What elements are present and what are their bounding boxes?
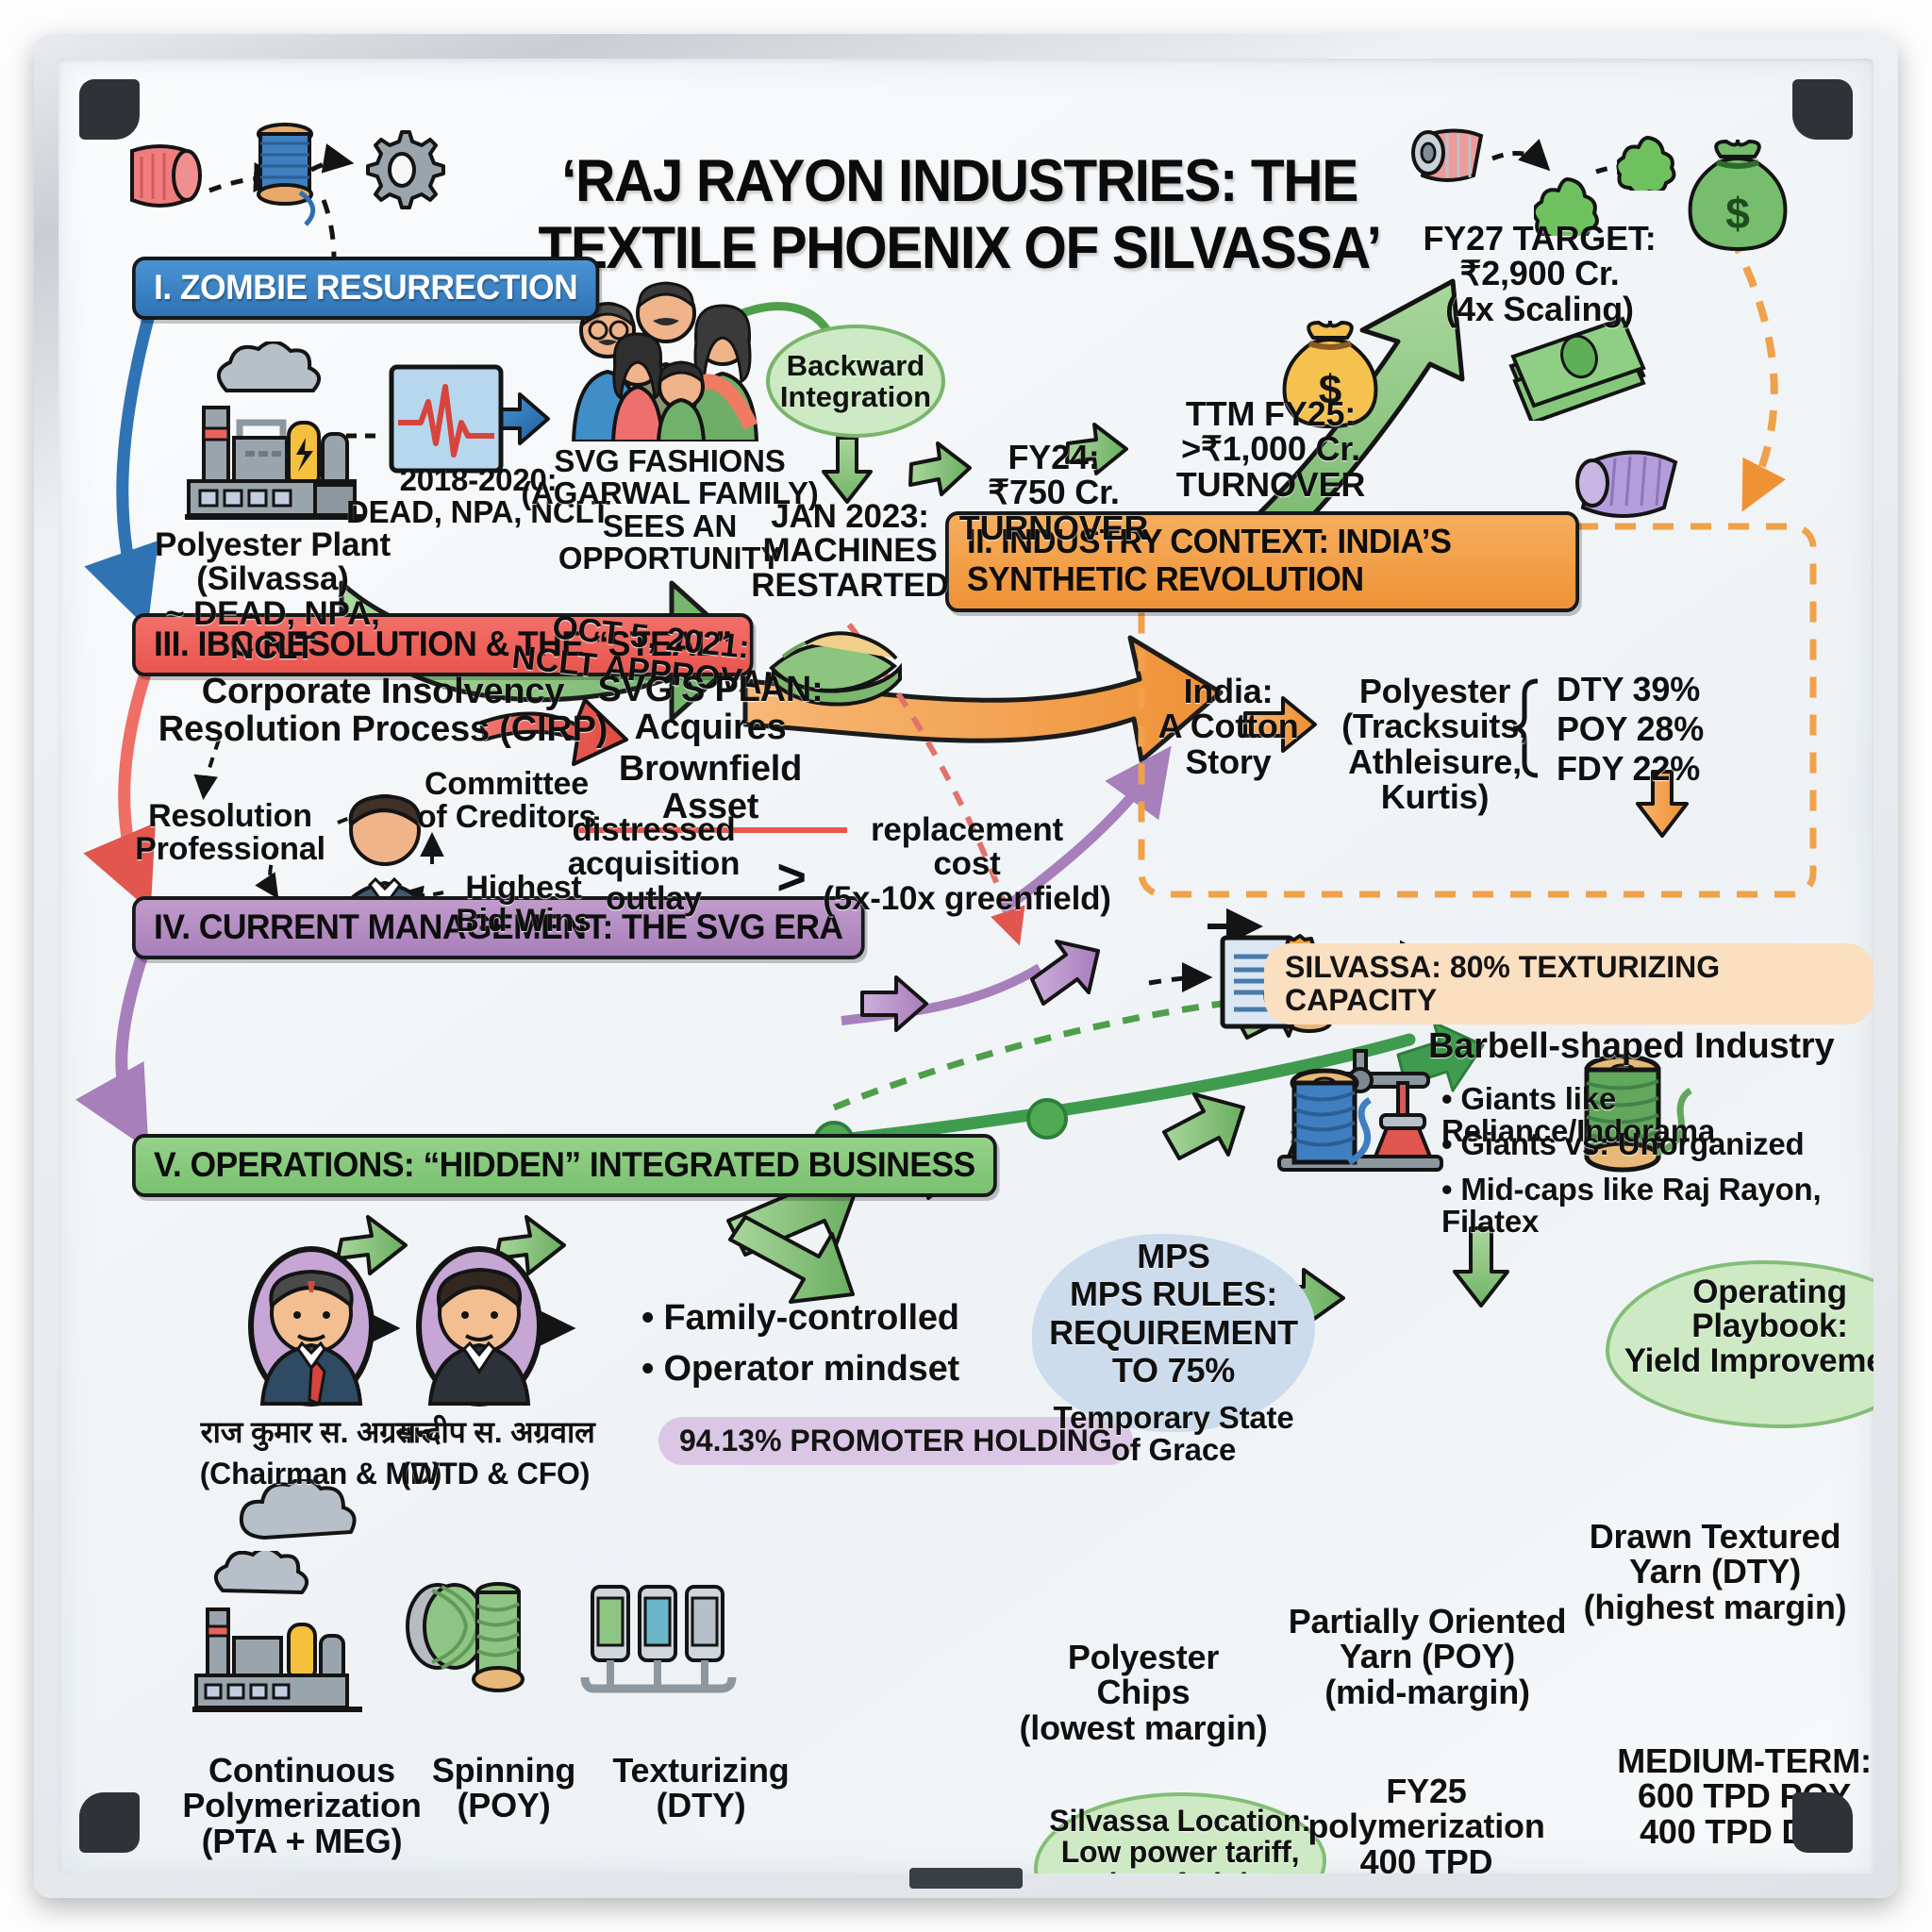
promoter-holding-label: 94.13% PROMOTER HOLDING — [679, 1424, 1112, 1457]
fy27-target: FY27 TARGET: ₹2,900 Cr. (4x Scaling) — [1423, 219, 1657, 328]
avatar — [245, 1243, 377, 1414]
section-header-operations: V. OPERATIONS: “HIDDEN” INTEGRATED BUSIN… — [132, 1134, 997, 1198]
ttm-fy25-turnover: TTM FY25: >₹1,000 Cr. TURNOVER — [1175, 394, 1366, 504]
yarn-split-dty: DTY 39% — [1557, 670, 1701, 708]
frame-corner — [79, 1792, 140, 1853]
management-bullet-1: • Family-controlled — [641, 1298, 959, 1338]
ops-step-3: Texturizing (DTY) — [612, 1751, 790, 1825]
medium-term-targets: MEDIUM-TERM: 600 TPD POY 400 TPD DTY — [1617, 1741, 1872, 1851]
section-header-zombie-resurrection: I. ZOMBIE RESURRECTION — [132, 257, 600, 321]
barbell-bullet-2: • Giants vs: Unorganized — [1441, 1126, 1805, 1161]
machines-restarted-caption: JAN 2023: MACHINES RESTARTED — [751, 498, 949, 604]
thread-spool-icon — [238, 117, 341, 235]
silvassa-capacity-label: SILVASSA: 80% TEXTURIZING CAPACITY — [1285, 950, 1721, 1018]
whiteboard-frame: $ — [34, 34, 1898, 1898]
fy24-turnover: FY24: ₹750 Cr. TURNOVER — [958, 438, 1149, 547]
bullet-text: Operator mindset — [663, 1349, 959, 1389]
operating-playbook-label: Operating Playbook: Yield Improvement — [1624, 1274, 1874, 1379]
ops-step-2: Spinning (POY) — [431, 1751, 576, 1825]
backward-integration-label: Backward Integration — [779, 348, 932, 413]
factory-icon — [181, 1546, 375, 1731]
poy-label: Partially Oriented Yarn (POY) (mid-margi… — [1288, 1602, 1567, 1711]
fabric-roll-icon — [1572, 436, 1700, 535]
cash-stack-icon — [1502, 311, 1653, 425]
committee-of-creditors-label: Committee of Creditors — [416, 766, 597, 836]
texturizing-machine-icon — [575, 1566, 740, 1725]
fy25-polymerization: FY25 polymerization 400 TPD POY 350 DTY … — [1266, 1774, 1587, 1874]
flatline-caption: 2018-2020: DEAD, NPA, NCLT — [346, 462, 610, 530]
person2-role: (WTD & CFO) — [400, 1457, 591, 1491]
frame-corner — [79, 79, 140, 140]
mps-rules-label: MPS MPS RULES: REQUIREMENT TO 75% — [1049, 1237, 1298, 1390]
svg-fashions-caption: SVG FASHIONS (AGARWAL FAMILY) SEES AN OP… — [521, 443, 819, 575]
svg-text:$: $ — [1725, 189, 1750, 238]
section-label: V. OPERATIONS: “HIDDEN” INTEGRATED BUSIN… — [154, 1145, 975, 1184]
mps-rules-cloud — [1032, 1234, 1315, 1432]
green-spool-icon — [1568, 1049, 1700, 1197]
barbell-industry-title: Barbell-shaped Industry — [1428, 1026, 1835, 1066]
leaf-icon — [1614, 132, 1679, 196]
mps-temporary-grace: Temporary State of Grace — [1053, 1400, 1294, 1468]
person2-name: सन्दीप स. अग्रवाल — [395, 1415, 595, 1449]
polyester-chips-label: Polyester Chips (lowest margin) — [1019, 1638, 1268, 1747]
ops-step-1: Continuous Polymerization (PTA + MEG) — [182, 1751, 422, 1860]
bullet-text: Family-controlled — [663, 1298, 959, 1338]
highest-bid-wins-label: Highest Bid Wins — [456, 870, 591, 940]
backward-integration-bubble: Backward Integration — [766, 325, 945, 438]
bullet-text: Giants vs: Unorganized — [1460, 1126, 1805, 1161]
whiteboard-surface: $ — [58, 58, 1874, 1874]
fabric-roll-icon — [1402, 119, 1498, 199]
bullet-text: Mid-caps like Raj Rayon, Filatex — [1441, 1172, 1822, 1240]
frame-corner — [1792, 1792, 1853, 1853]
cirp-label: Corporate Insolvency Resolution Process … — [158, 672, 608, 749]
barbell-bullet-3: • Mid-caps like Raj Rayon, Filatex — [1441, 1172, 1822, 1240]
greater-than-symbol: > — [776, 849, 807, 906]
smoke-cloud-icon — [234, 1477, 366, 1554]
avatar — [413, 1243, 545, 1414]
person1-role: (Chairman & MD) — [199, 1457, 442, 1491]
spinning-spool-icon — [394, 1562, 536, 1724]
yarn-split-poy: POY 28% — [1557, 709, 1705, 748]
resolution-professional-label: Resolution Professional — [135, 798, 325, 868]
page-title: ‘RAJ RAYON INDUSTRIES: THE TEXTILE PHOEN… — [538, 148, 1381, 281]
svg-plan-brownfield: Brownfield Asset — [574, 750, 847, 834]
money-bag-icon: $ — [1683, 139, 1792, 261]
gear-icon — [358, 126, 445, 218]
dty-label: Drawn Textured Yarn (DTY) (highest margi… — [1583, 1517, 1847, 1626]
polyester-products: Polyester (Tracksuits, Athleisure, Kurti… — [1341, 672, 1528, 817]
silvassa-location-label: Silvassa Location: Low power tariff, sho… — [1049, 1804, 1311, 1874]
blue-spool-icon — [1275, 1064, 1396, 1201]
person1-name: राज कुमार स. अग्रवाल — [200, 1415, 441, 1449]
fabric-roll-icon — [113, 134, 217, 224]
promoter-holding-badge: 94.13% PROMOTER HOLDING — [658, 1417, 1133, 1466]
factory-icon — [172, 340, 389, 535]
section-label: IV. CURRENT MANAGEMENT: THE SVG ERA — [154, 908, 843, 946]
distressed-acquisition-outlay: distressed acquisition outlay — [567, 811, 741, 917]
silvassa-capacity-badge: SILVASSA: 80% TEXTURIZING CAPACITY — [1264, 943, 1874, 1025]
section-header-current-management: IV. CURRENT MANAGEMENT: THE SVG ERA — [132, 896, 865, 960]
frame-corner — [1792, 79, 1853, 140]
section-label: I. ZOMBIE RESURRECTION — [154, 268, 578, 307]
polyester-plant-caption: Polyester Plant (Silvassa) ~ DEAD, NPA, … — [155, 526, 391, 667]
management-bullet-2: • Operator mindset — [641, 1349, 959, 1389]
marker-tray — [909, 1868, 1023, 1889]
yarn-split-fdy: FDY 22% — [1557, 749, 1701, 788]
india-cotton-story: India: A Cotton Story — [1158, 672, 1299, 781]
replacement-cost: replacement cost (5x-10x greenfield) — [823, 811, 1111, 917]
svg-plan-label: SVG'S PLAN: Acquires — [597, 670, 824, 747]
